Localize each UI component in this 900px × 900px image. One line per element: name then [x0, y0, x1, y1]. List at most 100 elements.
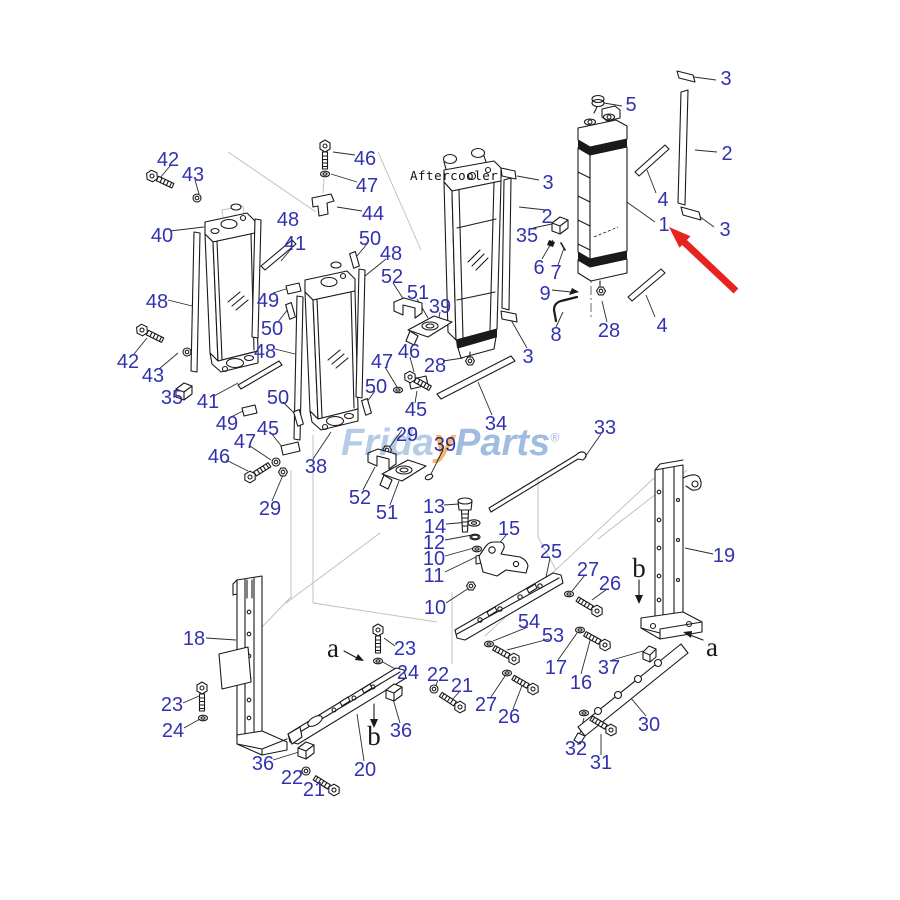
- part-label-12: 12: [423, 532, 445, 554]
- part-label-22: 22: [281, 767, 303, 789]
- part-label-37: 37: [598, 657, 620, 679]
- part-label-21: 21: [303, 779, 325, 801]
- part-label-3: 3: [720, 68, 731, 90]
- part-label-43: 43: [142, 365, 164, 387]
- part-label-2: 2: [721, 143, 732, 165]
- part-label-7: 7: [550, 262, 561, 284]
- part-label-51: 51: [376, 502, 398, 524]
- part-label-1: 1: [658, 214, 669, 236]
- part-label-51: 51: [407, 282, 429, 304]
- view-letter-b: b: [632, 553, 646, 583]
- drain-tube-8: [552, 288, 579, 323]
- part-label-31: 31: [590, 752, 612, 774]
- part-label-27: 27: [475, 694, 497, 716]
- part-label-21: 21: [451, 675, 473, 697]
- part-label-41: 41: [284, 233, 306, 255]
- bracket-18: [218, 575, 288, 756]
- part-label-48: 48: [277, 209, 299, 231]
- part-label-45: 45: [257, 418, 279, 440]
- part-label-49: 49: [216, 413, 238, 435]
- part-label-50: 50: [261, 318, 283, 340]
- plate-34: [436, 355, 516, 400]
- part-label-50: 50: [359, 228, 381, 250]
- view-letter-a: a: [706, 632, 718, 662]
- part-label-46: 46: [398, 341, 420, 363]
- part-label-52: 52: [349, 487, 371, 509]
- clip-6: [547, 240, 555, 247]
- part-label-49: 49: [257, 290, 279, 312]
- part-label-45: 45: [405, 399, 427, 421]
- part-label-23: 23: [394, 638, 416, 660]
- part-label-29: 29: [396, 424, 418, 446]
- strip-33: [488, 451, 587, 513]
- part-label-35: 35: [516, 225, 538, 247]
- side-strip-2-right: [676, 70, 702, 221]
- part-label-26: 26: [599, 573, 621, 595]
- bracket-44: [311, 193, 335, 217]
- part-label-46: 46: [354, 148, 376, 170]
- clip-37: [642, 645, 657, 663]
- part-label-39: 39: [434, 434, 456, 456]
- mount-cube-35-right: [551, 216, 569, 235]
- part-label-22: 22: [427, 664, 449, 686]
- part-label-48: 48: [254, 341, 276, 363]
- part-label-42: 42: [157, 149, 179, 171]
- radiator-core-38: [304, 261, 359, 431]
- fasteners-left: [133, 139, 434, 485]
- watermark: FridayParts®: [341, 422, 559, 465]
- part-label-25: 25: [540, 541, 562, 563]
- seal-strips-4: [627, 144, 670, 302]
- part-label-10: 10: [423, 548, 445, 570]
- part-label-4: 4: [656, 315, 667, 337]
- part-label-3: 3: [522, 346, 533, 368]
- pointer-arrow: [669, 227, 739, 294]
- part-label-16: 16: [570, 672, 592, 694]
- part-label-34: 34: [485, 413, 507, 435]
- part-label-47: 47: [371, 351, 393, 373]
- part-label-41: 41: [197, 391, 219, 413]
- washer-10: [471, 545, 483, 553]
- washer-14: [467, 519, 481, 527]
- part-label-18: 18: [183, 628, 205, 650]
- watermark-parts: Parts: [455, 422, 551, 464]
- part-label-5: 5: [625, 94, 636, 116]
- part-label-10: 10: [424, 597, 446, 619]
- part-label-47: 47: [356, 175, 378, 197]
- clips-51-52: [367, 297, 453, 490]
- part-label-50: 50: [365, 376, 387, 398]
- part-label-39: 39: [429, 296, 451, 318]
- part-label-47: 47: [234, 431, 256, 453]
- part-label-36: 36: [252, 753, 274, 775]
- part-label-23: 23: [161, 694, 183, 716]
- part-label-17: 17: [545, 657, 567, 679]
- radiator-assembly: [577, 94, 628, 320]
- part-label-52: 52: [381, 266, 403, 288]
- part-label-54: 54: [518, 611, 540, 633]
- part-label-28: 28: [598, 320, 620, 342]
- part-label-35: 35: [161, 387, 183, 409]
- part-label-44: 44: [362, 203, 384, 225]
- part-label-30: 30: [638, 714, 660, 736]
- seal-strips-41: [237, 239, 297, 390]
- part-label-48: 48: [380, 243, 402, 265]
- part-label-8: 8: [550, 324, 561, 346]
- part-label-28: 28: [424, 355, 446, 377]
- part-label-50: 50: [267, 387, 289, 409]
- part-label-29: 29: [259, 498, 281, 520]
- part-label-20: 20: [354, 759, 376, 781]
- bracket-15: [478, 541, 529, 577]
- part-label-53: 53: [542, 625, 564, 647]
- part-label-13: 13: [423, 496, 445, 518]
- part-label-33: 33: [594, 417, 616, 439]
- watermark-registered: ®: [550, 430, 559, 445]
- part-label-15: 15: [498, 518, 520, 540]
- part-label-3: 3: [719, 219, 730, 241]
- part-label-27: 27: [577, 559, 599, 581]
- part-label-24: 24: [162, 720, 184, 742]
- part-label-2: 2: [541, 206, 552, 228]
- rail-25: [454, 572, 564, 641]
- part-label-19: 19: [713, 545, 735, 567]
- rail-20: [287, 667, 407, 745]
